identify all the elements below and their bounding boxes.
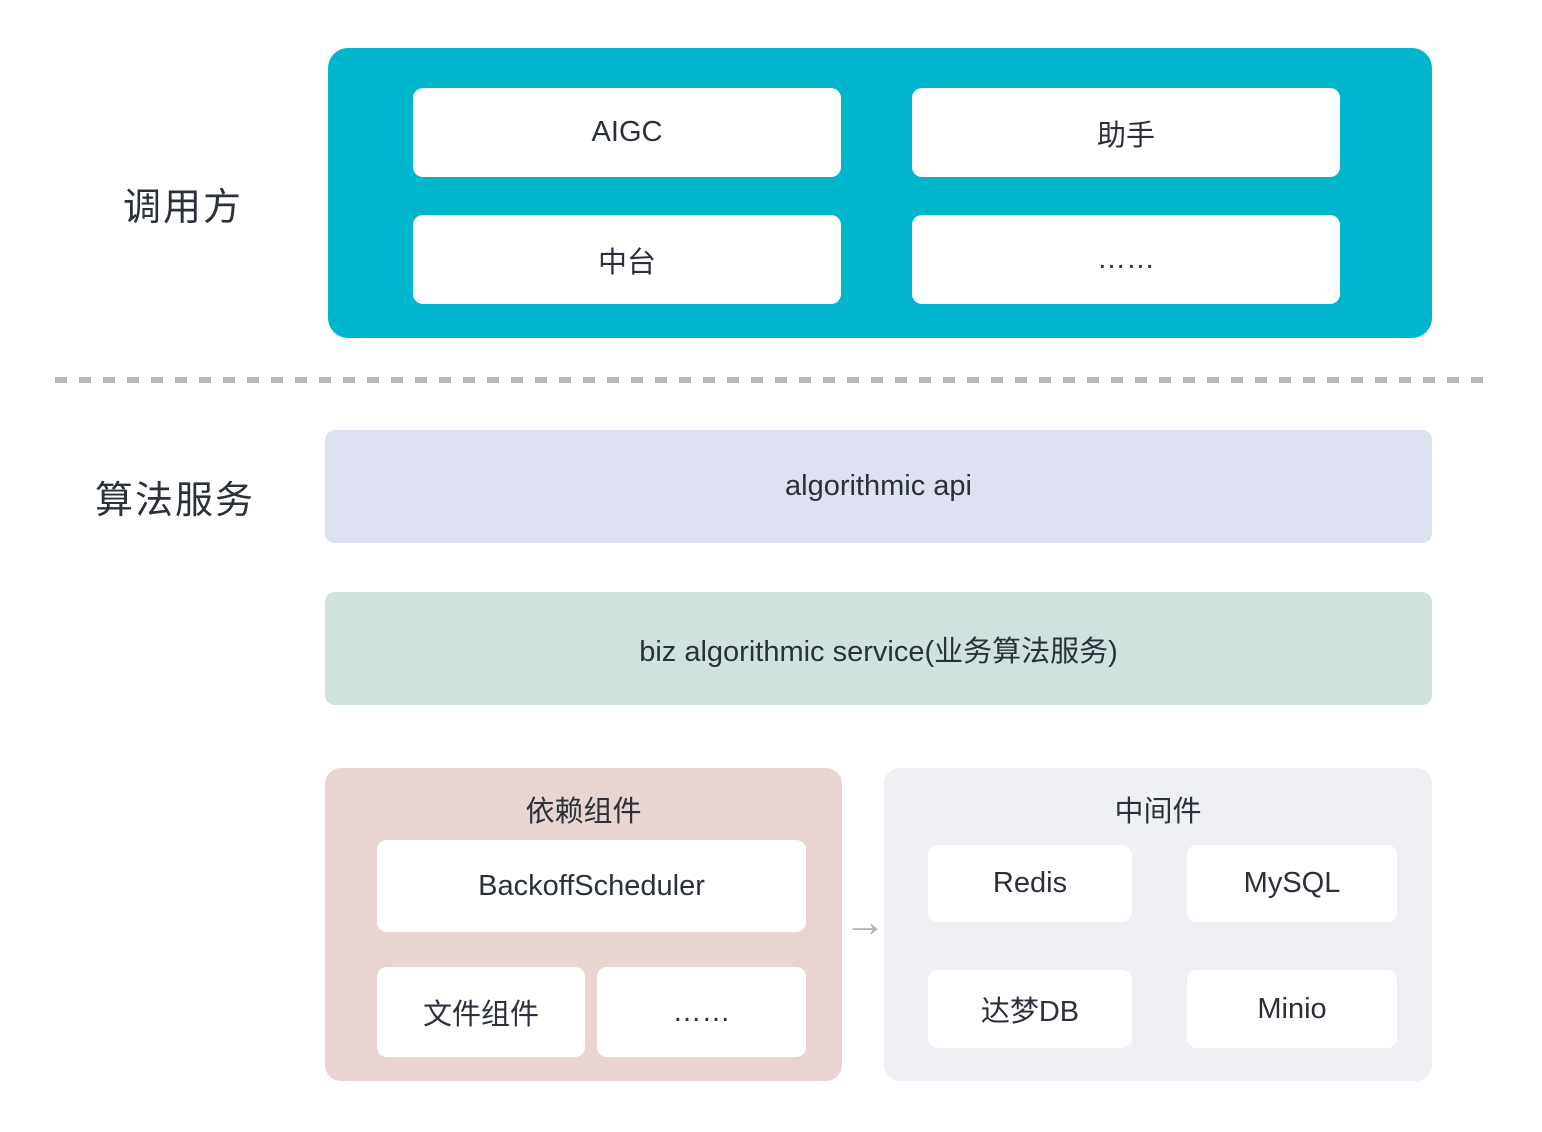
middleware-item-mysql: MySQL (1187, 845, 1397, 922)
dependencies-panel: 依赖组件 BackoffScheduler 文件组件 …… (325, 768, 842, 1081)
biz-algorithmic-service-label: biz algorithmic service(业务算法服务) (639, 635, 1118, 668)
caller-item-assistant: 助手 (912, 88, 1340, 177)
dependency-item-backoffscheduler: BackoffScheduler (377, 840, 806, 932)
dependencies-panel-title: 依赖组件 (525, 796, 642, 828)
algorithmic-api-label: algorithmic api (785, 470, 972, 502)
caller-panel: AIGC 助手 中台 …… (328, 48, 1432, 338)
service-section-label: 算法服务 (95, 480, 256, 522)
dependency-item-ellipsis: …… (597, 967, 806, 1057)
caller-item-aigc: AIGC (413, 88, 841, 177)
caller-item-midplatform: 中台 (413, 215, 841, 304)
right-arrow-icon: → (844, 898, 886, 945)
middleware-item-minio: Minio (1187, 970, 1397, 1048)
section-divider-dashed-line (55, 377, 1483, 383)
middleware-panel: 中间件 Redis MySQL 达梦DB Minio (884, 768, 1432, 1081)
middleware-item-redis: Redis (928, 845, 1132, 922)
dependency-item-file-component: 文件组件 (377, 967, 585, 1057)
middleware-item-dameng-db: 达梦DB (928, 970, 1132, 1048)
middleware-panel-title: 中间件 (1114, 796, 1202, 828)
caller-section-label: 调用方 (122, 187, 243, 229)
biz-algorithmic-service-layer: biz algorithmic service(业务算法服务) (325, 592, 1432, 705)
algorithmic-api-layer: algorithmic api (325, 430, 1432, 543)
caller-item-ellipsis: …… (912, 215, 1340, 304)
